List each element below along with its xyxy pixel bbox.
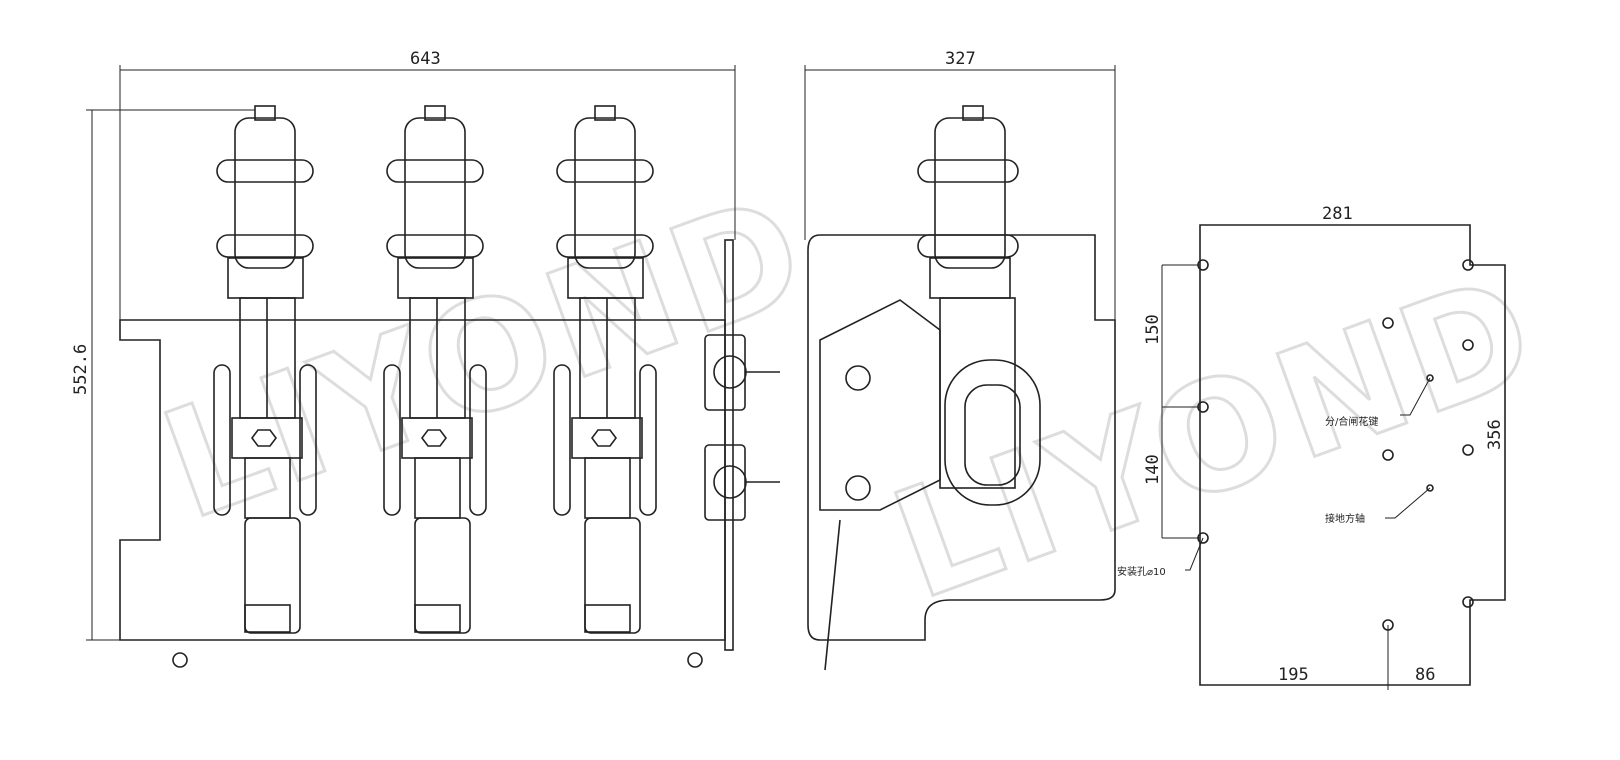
- dim-side-width: 327: [945, 49, 976, 69]
- watermark-right: LIYOND: [873, 242, 1560, 634]
- mounting-view: 281 150 140 356 195 86 分/合闸花键 接地方轴 安装孔⌀1…: [1117, 204, 1506, 690]
- label-mount-hole: 安装孔⌀10: [1117, 565, 1166, 578]
- label-spline: 分/合闸花键: [1325, 415, 1378, 428]
- dim-upper: 150: [1143, 314, 1163, 345]
- pole-2: [383, 105, 487, 634]
- dim-bottom-left: 195: [1278, 665, 1309, 685]
- pole-3: [553, 105, 657, 634]
- dim-top: 281: [1322, 204, 1353, 224]
- dim-lower: 140: [1143, 454, 1163, 485]
- dim-right: 356: [1485, 419, 1505, 450]
- dim-front-height: 552.6: [71, 344, 91, 395]
- dim-front-width: 643: [410, 49, 441, 69]
- label-earthing-shaft: 接地方轴: [1325, 512, 1365, 525]
- side-view: 327: [804, 49, 1116, 671]
- dim-bottom-right: 86: [1415, 665, 1435, 685]
- pole-1: [213, 105, 317, 634]
- front-view: 643 552.6: [71, 49, 780, 668]
